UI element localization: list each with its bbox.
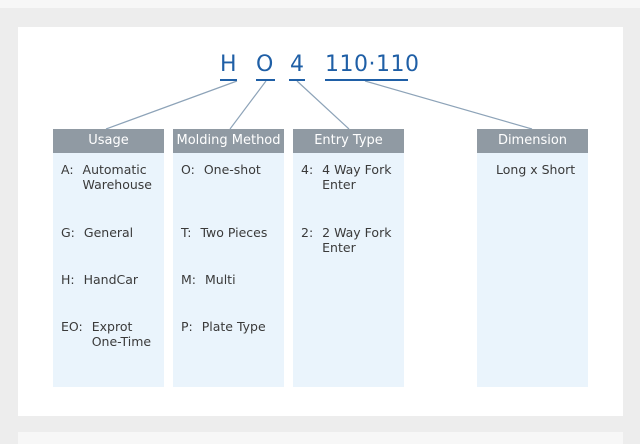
entry-value: Long x Short (496, 162, 576, 177)
column-dimension: Dimension Long x Short (477, 129, 588, 387)
list-item: T: Two Pieces (181, 225, 267, 240)
list-item: H: HandCar (61, 272, 138, 287)
entry-value: Exprot (91, 319, 133, 334)
entry-value: 4 Way Fork (322, 162, 392, 177)
code-char-molding: O (256, 52, 274, 77)
entry-value-cont: Enter (322, 177, 356, 192)
list-item: EO: Exprot One-Time (61, 319, 151, 349)
entry-value-cont: One-Time (91, 334, 152, 349)
code-char-dimension: 110·110 (325, 52, 420, 77)
list-item: O: One-shot (181, 162, 261, 177)
list-item: A: Automatic Warehouse (61, 162, 152, 192)
code-underline-dimension (325, 79, 408, 81)
entry-key: A: (61, 162, 74, 177)
list-item: 4: 4 Way Fork Enter (301, 162, 391, 192)
entry-key: T: (181, 225, 192, 240)
list-item: 2: 2 Way Fork Enter (301, 225, 391, 255)
entry-key: G: (61, 225, 75, 240)
entry-key: H: (61, 272, 75, 287)
entry-key: P: (181, 319, 193, 334)
entry-value-cont: Enter (322, 240, 356, 255)
code-char-usage: H (220, 52, 238, 77)
list-item: P: Plate Type (181, 319, 266, 334)
list-item: G: General (61, 225, 133, 240)
column-entry-type: Entry Type 4: 4 Way Fork Enter 2: 2 Way … (293, 129, 404, 387)
entry-key: O: (181, 162, 195, 177)
code-underline-molding (256, 79, 275, 81)
entry-key: EO: (61, 319, 83, 334)
connector-entry (296, 80, 350, 130)
column-header-dimension: Dimension (477, 129, 588, 153)
connector-dimension (364, 80, 533, 130)
entry-value: One-shot (203, 162, 261, 177)
entry-value: General (83, 225, 134, 240)
entry-value: Automatic (82, 162, 147, 177)
entry-key: M: (181, 272, 196, 287)
code-underline-entry (289, 79, 305, 81)
top-strip (0, 0, 640, 8)
entry-key: 2: (301, 225, 314, 240)
column-header-molding-method: Molding Method (173, 129, 284, 153)
entry-key: 4: (301, 162, 314, 177)
connector-usage (105, 80, 238, 130)
code-underline-usage (220, 79, 237, 81)
entry-value: 2 Way Fork (322, 225, 392, 240)
entry-value: HandCar (83, 272, 139, 287)
list-item: M: Multi (181, 272, 236, 287)
column-usage: Usage A: Automatic Warehouse G: General … (53, 129, 164, 387)
connector-molding (229, 80, 267, 130)
list-item: Long x Short (496, 162, 575, 177)
column-header-usage: Usage (53, 129, 164, 153)
entry-value: Two Pieces (200, 225, 268, 240)
entry-value: Plate Type (201, 319, 266, 334)
entry-value-cont: Warehouse (82, 177, 153, 192)
bottom-strip (18, 432, 623, 444)
code-char-entry: 4 (290, 52, 305, 77)
entry-value: Multi (204, 272, 236, 287)
column-molding-method: Molding Method O: One-shot T: Two Pieces… (173, 129, 284, 387)
column-header-entry-type: Entry Type (293, 129, 404, 153)
